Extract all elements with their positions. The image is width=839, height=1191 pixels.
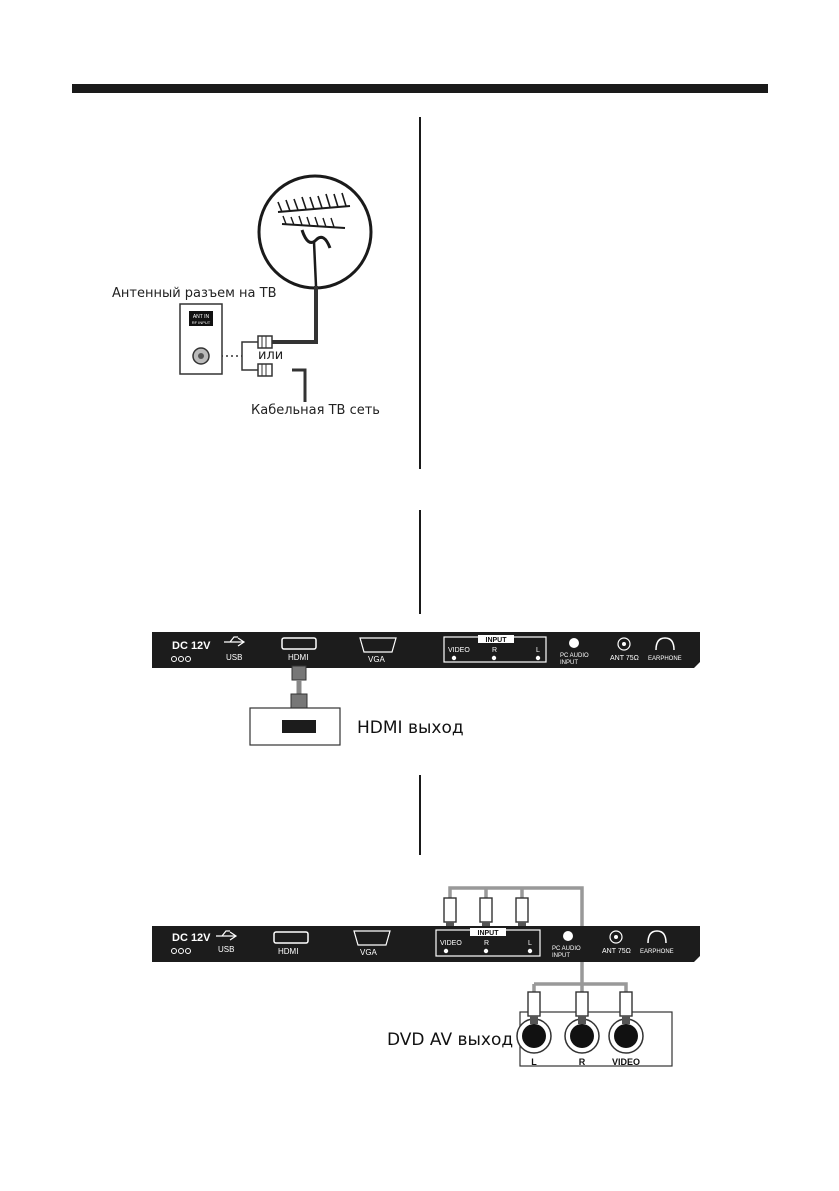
column-divider-av <box>419 775 421 855</box>
column-divider-hdmi <box>419 510 421 614</box>
dvd-jack-l-label: L <box>531 1057 537 1067</box>
antenna-cable <box>270 286 318 344</box>
l-label-av: L <box>528 940 532 947</box>
dvd-av-output-label: DVD AV выход <box>387 1030 514 1050</box>
rca-plug-video-bottom <box>619 991 633 1024</box>
column-divider-antenna <box>419 117 421 469</box>
antenna-plug-top <box>257 335 273 349</box>
earphone-label-av: EARPHONE <box>640 949 674 955</box>
tv-antenna-jack-label: Антенный разъем на ТВ <box>112 286 277 301</box>
dvd-jack-r-label: R <box>579 1057 586 1067</box>
input-label-bg-av <box>470 928 506 936</box>
pc-audio-input-label: INPUT <box>560 660 578 666</box>
ant-label-av: ANT 75Ω <box>602 948 631 955</box>
dvd-jack-video <box>614 1024 638 1048</box>
rca-plug-r-bottom <box>575 991 589 1024</box>
r-jack-av <box>483 948 489 954</box>
antenna-icon <box>277 192 351 287</box>
rca-plug-l-top <box>515 897 529 930</box>
rca-plug-r-top <box>479 897 493 930</box>
ant-jack-av <box>609 930 623 944</box>
l-jack <box>535 655 541 661</box>
av-cable-video <box>448 886 584 986</box>
pc-audio-label-av: PC AUDIO <box>552 946 581 952</box>
video-label: VIDEO <box>448 647 470 654</box>
dc-label: DC 12V <box>172 640 211 652</box>
usb-label: USB <box>226 653 242 662</box>
antenna-connection-diagram: ANT IN RF INPUT <box>179 174 373 402</box>
video-jack <box>451 655 457 661</box>
input-label: INPUT <box>486 637 508 644</box>
ant-label: ANT 75Ω <box>610 655 639 662</box>
l-jack-av <box>527 948 533 954</box>
ant-jack-center <box>622 642 626 646</box>
vga-port-av <box>353 930 391 946</box>
ant-jack <box>617 637 631 651</box>
ant-in-badge-text: ANT IN <box>193 314 210 320</box>
input-label-av: INPUT <box>478 930 500 937</box>
earphone-icon-av <box>647 930 667 944</box>
pc-audio-input-label-av: INPUT <box>552 953 570 959</box>
usb-icon-av <box>216 930 238 941</box>
vga-port <box>359 637 397 653</box>
r-jack <box>491 655 497 661</box>
hdmi-port-av <box>273 931 309 944</box>
r-label: R <box>492 647 497 654</box>
video-label-av: VIDEO <box>440 940 462 947</box>
video-jack-av <box>443 948 449 954</box>
earphone-label: EARPHONE <box>648 656 682 662</box>
av-cable-bus-right <box>582 982 628 992</box>
hdmi-port-label-av: HDMI <box>278 947 298 956</box>
av-connection-diagram: DC 12V USB HDMI VGA INPUT VIDEO R L PC A… <box>152 886 700 1067</box>
dc-polarity-icon <box>171 656 191 662</box>
rca-plug-l-bottom <box>527 991 541 1024</box>
top-rule <box>72 84 768 93</box>
dc-polarity-icon-av <box>171 948 191 954</box>
r-label-av: R <box>484 940 489 947</box>
earphone-icon <box>655 637 675 651</box>
coax-jack-center <box>198 353 204 359</box>
vga-port-label: VGA <box>368 655 386 664</box>
or-label: или <box>258 348 284 363</box>
input-label-bg <box>478 635 514 643</box>
pc-audio-jack-av <box>563 931 573 941</box>
usb-icon <box>224 636 246 647</box>
hdmi-connection-diagram: DC 12V USB HDMI VGA INPUT VIDEO R L PC A… <box>152 632 700 746</box>
hdmi-plug-top <box>291 665 307 681</box>
vga-port-label-av: VGA <box>360 948 378 957</box>
rf-input-badge-text: RF INPUT <box>192 320 211 325</box>
hdmi-port <box>281 637 317 650</box>
usb-label-av: USB <box>218 945 234 954</box>
cable-network-label: Кабельная ТВ сеть <box>251 403 380 418</box>
dc-label-av: DC 12V <box>172 932 211 944</box>
dvd-jack-l <box>522 1024 546 1048</box>
ant-jack-center-av <box>614 935 618 939</box>
dvd-jack-video-label: VIDEO <box>612 1057 640 1067</box>
pc-audio-label: PC AUDIO <box>560 653 589 659</box>
pc-audio-jack <box>569 638 579 648</box>
cable-tv-cable <box>292 368 307 402</box>
antenna-plug-bottom <box>257 363 273 377</box>
l-label: L <box>536 647 540 654</box>
hdmi-port-label: HDMI <box>288 653 308 662</box>
rca-plug-video-top <box>443 897 457 930</box>
hdmi-output-label: HDMI выход <box>357 718 464 738</box>
ant-in-badge <box>189 311 213 326</box>
dvd-jack-r <box>570 1024 594 1048</box>
plug-bracket <box>241 341 258 371</box>
hdmi-output-port <box>282 720 316 733</box>
